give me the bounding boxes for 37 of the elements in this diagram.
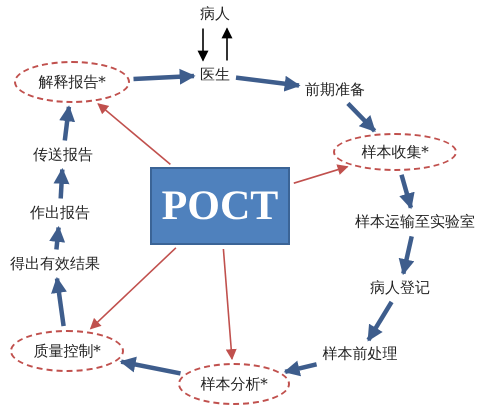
step-label: 样本前处理 (320, 344, 400, 364)
arrow (398, 236, 414, 276)
arrow (133, 68, 196, 85)
arrow (294, 164, 349, 184)
arrow (59, 105, 76, 141)
step-label: 解释报告* (38, 72, 106, 92)
arrow (346, 102, 376, 132)
arrow (49, 226, 66, 250)
arrow (120, 356, 181, 376)
step-label: 前期准备 (303, 80, 367, 100)
dashed-ellipse (178, 363, 290, 405)
step-label: 病人登记 (368, 278, 432, 298)
arrow (366, 300, 394, 342)
step-label: 样本分析* (200, 374, 268, 394)
arrow (236, 75, 301, 92)
title-box (150, 167, 290, 245)
arrow (54, 168, 70, 199)
arrow (90, 247, 176, 330)
step-label: 样本运输至实验室 (353, 212, 477, 232)
arrow (198, 28, 208, 62)
step-label: 样本收集* (361, 142, 429, 162)
arrow (222, 27, 232, 60)
arrow (399, 174, 415, 210)
dashed-ellipse (14, 61, 130, 103)
step-label: 病人 (198, 4, 232, 24)
dashed-ellipse (10, 330, 124, 372)
arrow (97, 103, 171, 166)
dashed-ellipse (333, 133, 457, 171)
arrow (51, 276, 67, 326)
step-label: 传送报告 (31, 144, 95, 166)
step-label: 医生 (198, 64, 232, 86)
title-text: POCT (162, 182, 278, 230)
step-label: 得出有效结果 (8, 254, 102, 274)
arrow (284, 360, 318, 376)
step-label: 质量控制* (33, 342, 101, 360)
step-label: 作出报告 (28, 202, 92, 224)
arrow (222, 248, 237, 360)
